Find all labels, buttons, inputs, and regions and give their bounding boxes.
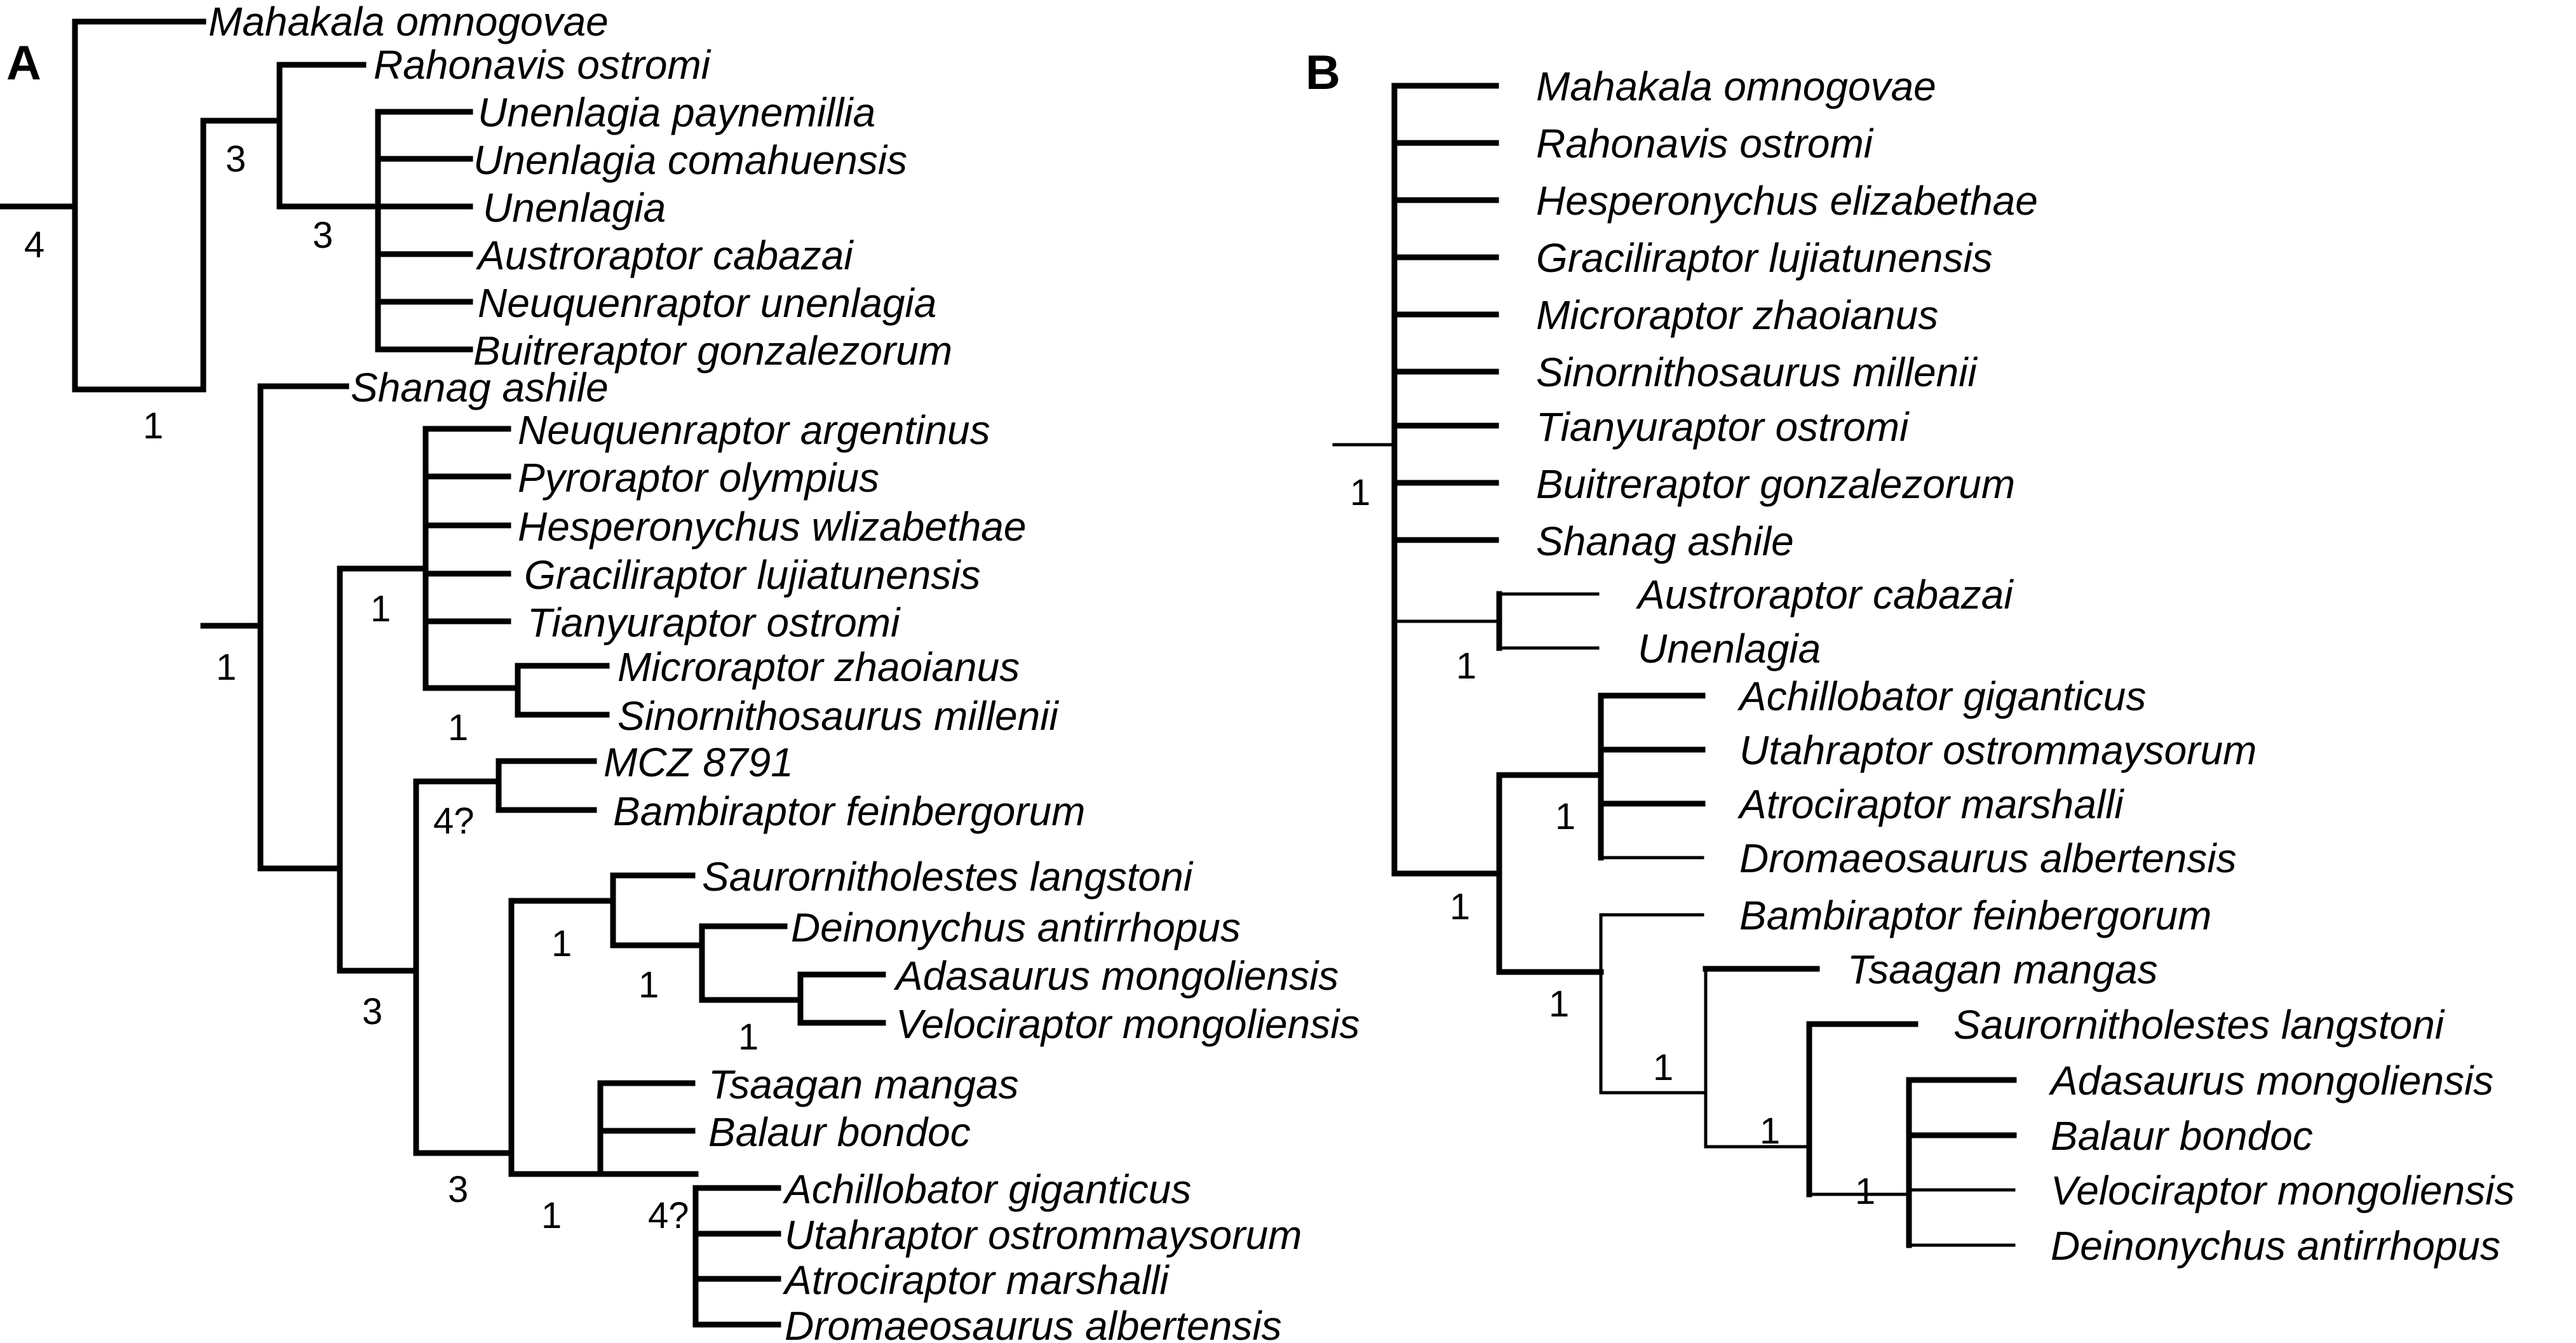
taxon-label: Tianyuraptor ostromi: [1536, 404, 1910, 450]
panel-a-branches: [0, 18, 886, 1328]
taxon-label: Dromaeosaurus albertensis: [785, 1303, 1282, 1343]
panel-a-support-values: 4 3 3 1 1 1 1 4? 1 1 1 3 3 1 4?: [24, 138, 759, 1236]
support-value: 3: [448, 1169, 468, 1210]
taxon-label: Velociraptor mongoliensis: [896, 1001, 1359, 1047]
taxon-label: Adasaurus mongoliensis: [893, 953, 1339, 999]
support-value: 1: [1456, 645, 1476, 687]
taxon-label: Rahonavis ostromi: [1536, 121, 1874, 166]
taxon-label: Rahonavis ostromi: [374, 42, 711, 88]
taxon-label: Saurornitholestes langstoni: [1953, 1002, 2445, 1048]
taxon-label: Neuquenraptor unenlagia: [478, 280, 936, 326]
panel-b-label: B: [1305, 46, 1340, 100]
taxon-label: Hesperonychus elizabethae: [1536, 178, 2038, 224]
taxon-label: Achillobator giganticus: [782, 1166, 1191, 1212]
taxon-label: Austroraptor cabazai: [1635, 572, 2014, 618]
taxon-label: Sinornithosaurus millenii: [1536, 349, 1978, 395]
taxon-label: MCZ 8791: [604, 739, 793, 785]
taxon-label: Adasaurus mongoliensis: [2048, 1058, 2493, 1103]
support-value: 1: [1760, 1110, 1780, 1152]
support-value: 1: [1450, 886, 1470, 928]
taxon-label: Velociraptor mongoliensis: [2051, 1168, 2514, 1213]
taxon-label: Unenlagia: [1638, 626, 1821, 672]
panel-a-taxa: Mahakala omnogovae Rahonavis ostromi Une…: [208, 0, 1359, 1343]
support-value: 1: [551, 923, 572, 964]
taxon-label: Graciliraptor lujiatunensis: [524, 552, 981, 598]
support-value: 4?: [433, 800, 475, 842]
taxon-label: Mahakala omnogovae: [208, 0, 609, 44]
taxon-label: Atrociraptor marshalli: [782, 1257, 1170, 1303]
taxon-label: Sinornithosaurus millenii: [617, 693, 1059, 739]
taxon-label: Buitreraptor gonzalezorum: [1536, 461, 2015, 507]
support-value: 1: [1653, 1047, 1673, 1088]
panel-b: B: [1305, 46, 2514, 1269]
support-value: 1: [143, 405, 163, 447]
taxon-label: Pyroraptor olympius: [518, 455, 879, 501]
taxon-label: Buitreraptor gonzalezorum: [473, 328, 952, 374]
taxon-label: Unenlagia comahuensis: [473, 137, 907, 183]
taxon-label: Microraptor zhaoianus: [1536, 292, 1938, 338]
support-value: 1: [1350, 472, 1370, 513]
support-value: 1: [1555, 796, 1575, 837]
taxon-label: Unenlagia paynemillia: [478, 90, 875, 135]
taxon-label: Hesperonychus wlizabethae: [518, 504, 1026, 550]
taxon-label: Tianyuraptor ostromi: [527, 600, 901, 645]
support-value: 1: [1855, 1171, 1875, 1212]
support-value: 4: [24, 224, 44, 266]
support-value: 3: [226, 138, 246, 180]
taxon-label: Atrociraptor marshalli: [1737, 781, 2124, 827]
support-value: 1: [370, 588, 391, 630]
support-value: 3: [313, 215, 333, 256]
taxon-label: Unenlagia: [483, 185, 666, 231]
support-value: 1: [638, 964, 659, 1006]
support-value: 1: [541, 1195, 562, 1236]
taxon-label: Dromaeosaurus albertensis: [1739, 835, 2237, 881]
support-value: 1: [738, 1016, 759, 1058]
support-value: 1: [448, 707, 468, 748]
taxon-label: Bambiraptor feinbergorum: [613, 788, 1085, 834]
panel-a-label: A: [6, 36, 41, 90]
taxon-label: Utahraptor ostrommaysorum: [785, 1212, 1302, 1258]
panel-b-taxa: Mahakala omnogovae Rahonavis ostromi Hes…: [1536, 64, 2514, 1269]
taxon-label: Neuquenraptor argentinus: [518, 407, 990, 453]
taxon-label: Deinonychus antirrhopus: [2051, 1223, 2500, 1269]
taxon-label: Mahakala omnogovae: [1536, 64, 1936, 109]
taxon-label: Utahraptor ostrommaysorum: [1739, 727, 2256, 773]
taxon-label: Deinonychus antirrhopus: [791, 905, 1241, 950]
taxon-label: Saurornitholestes langstoni: [702, 854, 1194, 900]
support-value: 1: [1549, 983, 1569, 1025]
taxon-label: Shanag ashile: [351, 365, 609, 410]
support-value: 4?: [648, 1195, 689, 1236]
support-value: 3: [362, 991, 382, 1032]
taxon-label: Graciliraptor lujiatunensis: [1536, 235, 1993, 281]
taxon-label: Austroraptor cabazai: [475, 233, 854, 278]
taxon-label: Balaur bondoc: [2051, 1113, 2313, 1159]
taxon-label: Bambiraptor feinbergorum: [1739, 893, 2211, 938]
taxon-label: Microraptor zhaoianus: [617, 644, 1020, 690]
taxon-label: Achillobator giganticus: [1737, 673, 2146, 719]
taxon-label: Tsaagan mangas: [1847, 947, 2158, 992]
panel-a: A: [0, 0, 1359, 1343]
taxon-label: Shanag ashile: [1536, 518, 1794, 564]
taxon-label: Tsaagan mangas: [708, 1062, 1019, 1107]
panel-b-support-values: 1 1 1 1 1 1 1 1: [1350, 472, 1875, 1212]
support-value: 1: [216, 647, 236, 688]
taxon-label: Balaur bondoc: [708, 1109, 971, 1155]
panel-b-branches: [1332, 83, 2017, 1248]
